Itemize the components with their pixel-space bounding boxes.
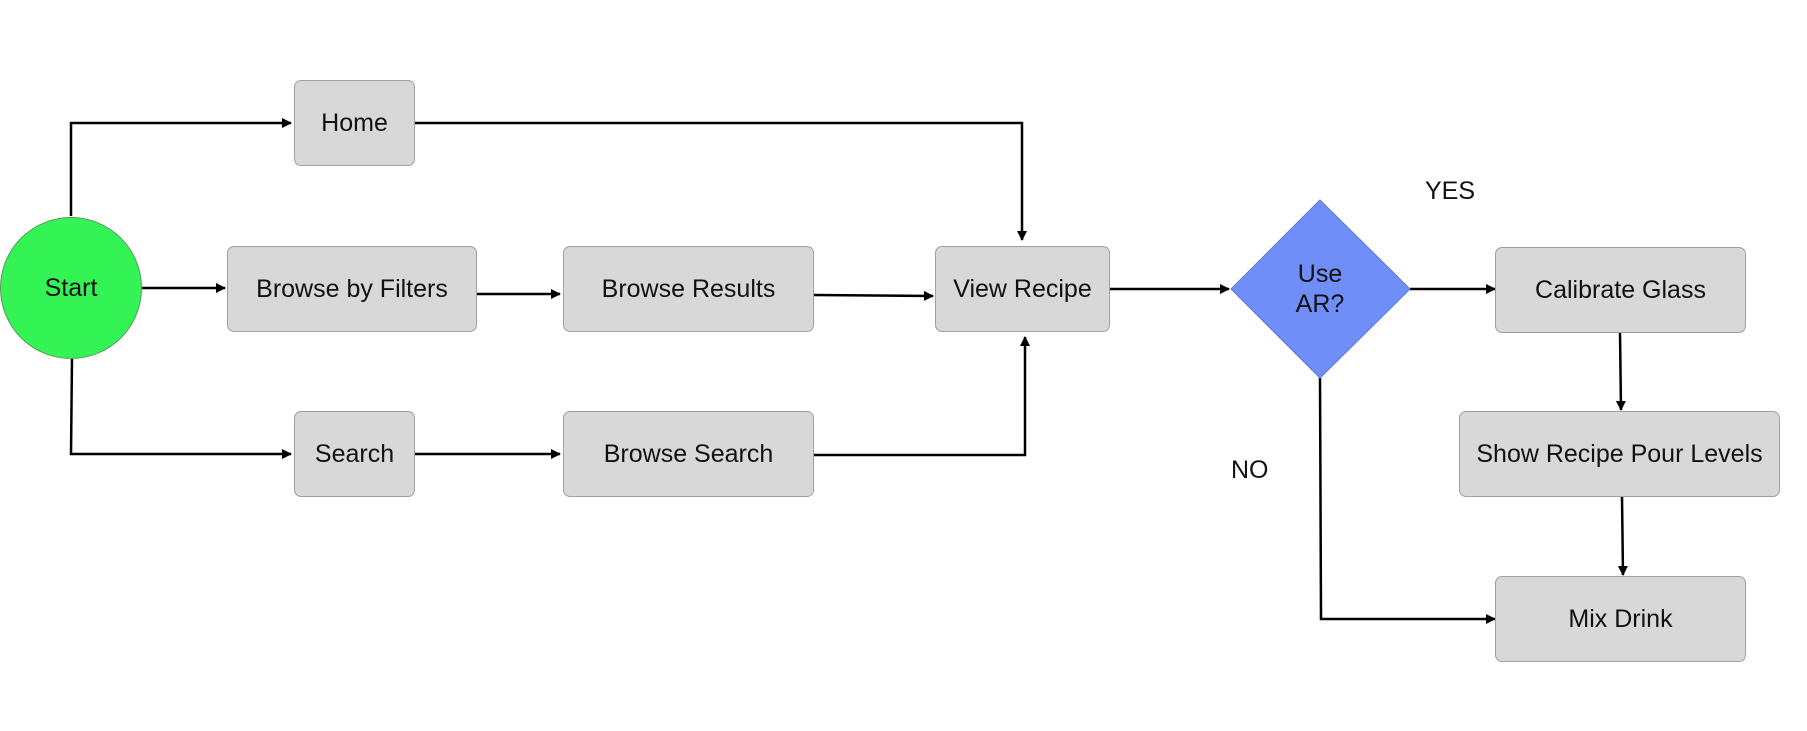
arrow-browse-results-to-view-recipe [813,290,934,301]
view-recipe-box: View Recipe [935,246,1110,332]
browse-search-label: Browse Search [603,439,774,468]
browse-results-box: Browse Results [563,246,814,332]
calibrate-glass-label: Calibrate Glass [1535,275,1706,304]
no-label: NO [1231,456,1269,484]
mix-drink-label: Mix Drink [1568,604,1673,633]
start-node: Start [0,217,142,359]
arrow-calibrate-to-show-levels [1615,331,1626,411]
view-recipe-label: View Recipe [953,274,1092,303]
home-label: Home [321,108,388,137]
mix-drink-box: Mix Drink [1495,576,1746,662]
arrow-start-to-home [69,118,292,216]
arrow-decision-no-to-mix [1318,377,1496,624]
search-box: Search [294,411,415,497]
yes-label: YES [1425,177,1476,205]
browse-search-box: Browse Search [563,411,814,497]
arrow-show-levels-to-mix [1617,496,1628,576]
calibrate-glass-box: Calibrate Glass [1495,247,1746,333]
search-label: Search [314,439,395,468]
browse-filters-box: Browse by Filters [227,246,477,332]
browse-filters-label: Browse by Filters [256,274,448,303]
show-pour-levels-label: Show Recipe Pour Levels [1476,439,1763,468]
arrow-browse-search-to-view-recipe [814,336,1030,457]
decision-label: Use AR? [1295,260,1345,318]
home-box: Home [294,80,415,166]
arrow-home-to-view-recipe [415,121,1027,241]
arrow-start-to-search [69,357,292,459]
start-label: Start [44,273,98,302]
show-pour-levels-box: Show Recipe Pour Levels [1459,411,1780,497]
browse-results-label: Browse Results [601,274,776,303]
